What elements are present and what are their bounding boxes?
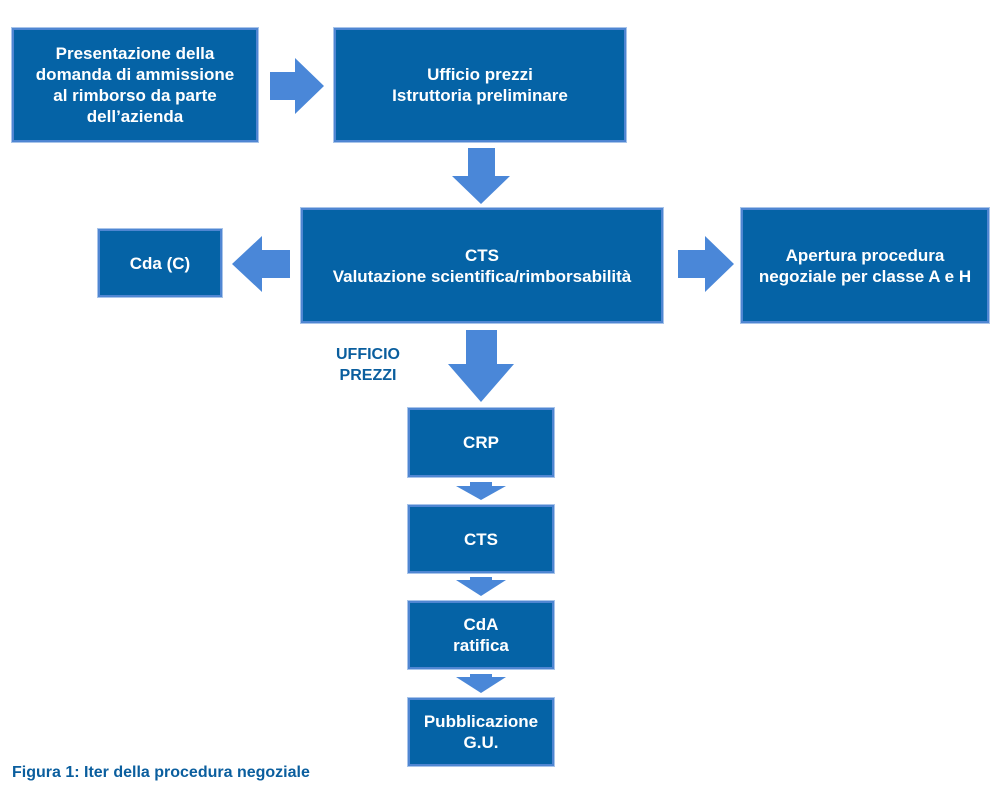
box-cda-c: Cda (C) (98, 229, 222, 297)
arrow-down-cts-cda-ratifica (456, 577, 506, 596)
box-crp: CRP (408, 408, 554, 477)
box-pubblicazione-gu: Pubblicazione G.U. (408, 698, 554, 766)
box-presentazione-domanda: Presentazione della domanda di ammission… (12, 28, 258, 142)
arrow-left-cts-cda (232, 236, 290, 292)
arrow-right-cts-apertura (678, 236, 734, 292)
box-ufficio-prezzi: Ufficio prezzi Istruttoria preliminare (334, 28, 626, 142)
box-apertura-procedura: Apertura procedura negoziale per classe … (741, 208, 989, 323)
label-ufficio-prezzi: UFFICIO PREZZI (336, 346, 400, 384)
box-cda-c-text: Cda (C) (129, 253, 191, 273)
figure-caption: Figura 1: Iter della procedura negoziale (12, 764, 310, 781)
arrow-down-ufficio-cts (452, 148, 510, 204)
box-cda-ratifica-text: CdA ratifica (453, 615, 509, 655)
box-cts-text: CTS (464, 529, 498, 549)
box-ufficio-prezzi-text: Ufficio prezzi Istruttoria preliminare (392, 65, 568, 105)
arrow-down-cts-crp (448, 330, 514, 402)
box-cda-ratifica: CdA ratifica (408, 601, 554, 669)
box-cts-valutazione-text: CTS Valutazione scientifica/rimborsabili… (332, 245, 632, 286)
box-crp-text: CRP (463, 433, 499, 452)
box-presentazione-domanda-text: Presentazione della domanda di ammission… (35, 44, 235, 126)
arrow-down-cda-pubblicazione (456, 674, 506, 693)
box-pubblicazione-gu-text: Pubblicazione G.U. (423, 712, 539, 752)
box-cts: CTS (408, 505, 554, 573)
box-cts-valutazione: CTS Valutazione scientifica/rimborsabili… (301, 208, 663, 323)
arrow-down-crp-cts (456, 482, 506, 500)
box-apertura-procedura-text: Apertura procedura negoziale per classe … (758, 245, 972, 286)
arrow-right-domanda-ufficio (270, 58, 324, 114)
